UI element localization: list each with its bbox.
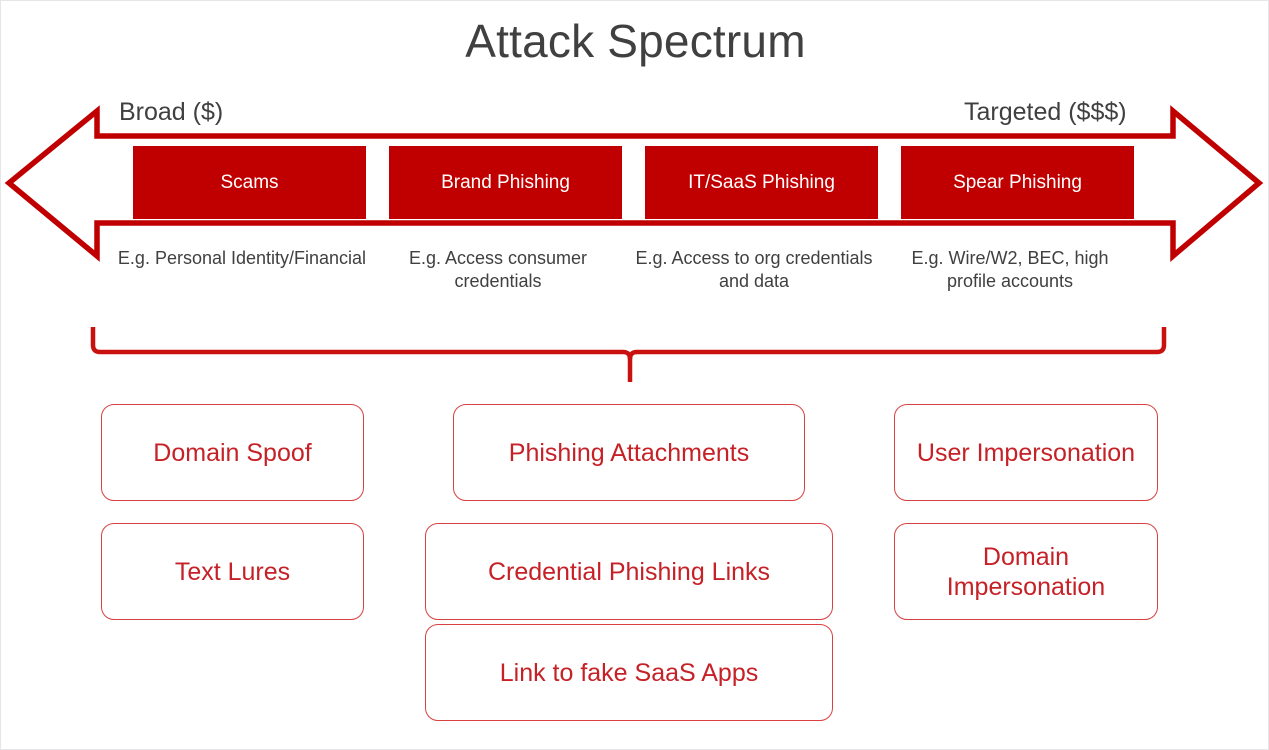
stage-caption-spear-phishing: E.g. Wire/W2, BEC, high profile accounts: [911, 248, 1109, 292]
spectrum-left-label: Broad ($): [119, 98, 224, 126]
technique-box-text-lures[interactable]: Text Lures: [101, 523, 364, 620]
grouping-brace: [90, 327, 1167, 360]
stage-caption-it-saas-phishing: E.g. Access to org credentials and data: [635, 248, 873, 292]
page-title: Attack Spectrum: [465, 15, 806, 67]
stage-box-scams[interactable]: Scams: [133, 146, 366, 219]
stage-box-brand-phishing[interactable]: Brand Phishing: [389, 146, 622, 219]
stage-caption-brand-phishing: E.g. Access consumer credentials: [408, 248, 588, 292]
technique-box-user-impersonation[interactable]: User Impersonation: [894, 404, 1158, 501]
technique-box-credential-phishing-links[interactable]: Credential Phishing Links: [425, 523, 833, 620]
technique-box-domain-impersonation[interactable]: Domain Impersonation: [894, 523, 1158, 620]
technique-box-phishing-attachments[interactable]: Phishing Attachments: [453, 404, 805, 501]
spectrum-right-label: Targeted ($$$): [964, 98, 1127, 126]
technique-box-link-to-fake-saas-apps[interactable]: Link to fake SaaS Apps: [425, 624, 833, 721]
stage-box-it-saas-phishing[interactable]: IT/SaaS Phishing: [645, 146, 878, 219]
stage-caption-scams: E.g. Personal Identity/Financial: [117, 248, 367, 268]
technique-box-domain-spoof[interactable]: Domain Spoof: [101, 404, 364, 501]
stage-box-spear-phishing[interactable]: Spear Phishing: [901, 146, 1134, 219]
